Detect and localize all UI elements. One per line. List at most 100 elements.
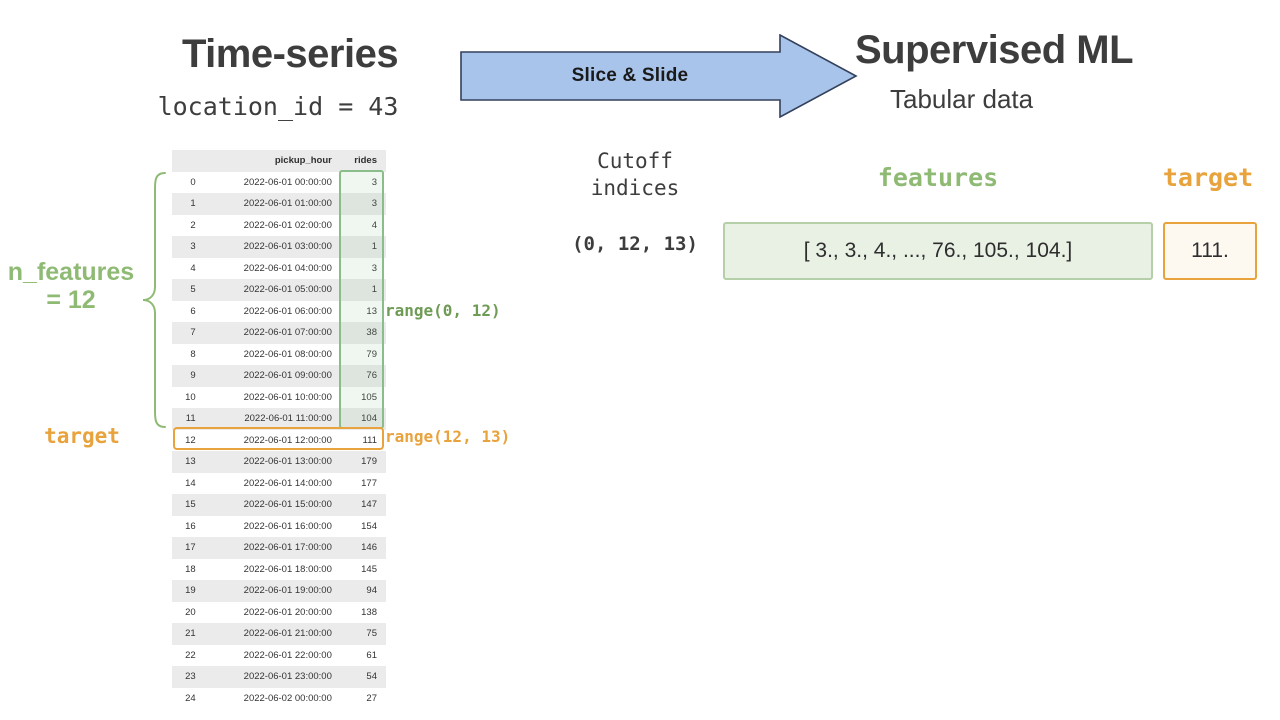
cell-index: 17 (172, 537, 200, 559)
cell-pickup-hour: 2022-06-01 16:00:00 (199, 515, 338, 537)
cell-pickup-hour: 2022-06-01 14:00:00 (199, 472, 338, 494)
cutoff-indices-title: Cutoff indices (540, 148, 730, 202)
target-heading: target (1162, 163, 1254, 192)
cell-pickup-hour: 2022-06-01 17:00:00 (199, 537, 338, 559)
cell-pickup-hour: 2022-06-01 12:00:00 (199, 429, 338, 451)
cell-index: 4 (172, 257, 200, 279)
cell-rides: 3 (337, 257, 386, 279)
cell-pickup-hour: 2022-06-01 21:00:00 (199, 623, 338, 645)
cell-rides: 38 (337, 322, 386, 344)
cell-index: 3 (172, 236, 200, 258)
cell-pickup-hour: 2022-06-01 08:00:00 (199, 343, 338, 365)
cell-pickup-hour: 2022-06-01 15:00:00 (199, 494, 338, 516)
features-vector-box: [ 3., 3., 4., ..., 76., 105., 104.] (723, 222, 1153, 280)
cell-rides: 1 (337, 236, 386, 258)
cell-index: 13 (172, 451, 200, 473)
cell-rides: 54 (337, 666, 386, 688)
cell-rides: 1 (337, 279, 386, 301)
cell-rides: 94 (337, 580, 386, 602)
cell-rides: 145 (337, 558, 386, 580)
target-label-left: target (44, 424, 120, 448)
tabular-data-subtitle: Tabular data (890, 84, 1034, 114)
target-value-box: 111. (1163, 222, 1257, 280)
cell-index: 20 (172, 601, 200, 623)
cell-index: 2 (172, 214, 200, 236)
cell-rides: 27 (337, 687, 386, 709)
cell-index: 1 (172, 193, 200, 215)
cell-index: 6 (172, 300, 200, 322)
cell-index: 12 (172, 429, 200, 451)
slice-and-slide-arrow: Slice & Slide (460, 34, 858, 118)
cell-index: 14 (172, 472, 200, 494)
cell-index: 7 (172, 322, 200, 344)
cell-rides: 177 (337, 472, 386, 494)
cell-index: 11 (172, 408, 200, 430)
cell-pickup-hour: 2022-06-01 02:00:00 (199, 214, 338, 236)
cell-index: 10 (172, 386, 200, 408)
cell-pickup-hour: 2022-06-01 13:00:00 (199, 451, 338, 473)
cell-rides: 75 (337, 623, 386, 645)
cell-pickup-hour: 2022-06-01 19:00:00 (199, 580, 338, 602)
cutoff-title-line2: indices (590, 175, 680, 200)
cell-pickup-hour: 2022-06-01 10:00:00 (199, 386, 338, 408)
cell-index: 16 (172, 515, 200, 537)
column-header-index (172, 150, 200, 172)
n-features-brace-icon (141, 171, 167, 429)
cell-rides: 79 (337, 343, 386, 365)
cell-index: 22 (172, 644, 200, 666)
cell-index: 23 (172, 666, 200, 688)
cell-index: 5 (172, 279, 200, 301)
cell-pickup-hour: 2022-06-01 23:00:00 (199, 666, 338, 688)
cell-index: 18 (172, 558, 200, 580)
cutoff-indices-values: (0, 12, 13) (572, 233, 698, 255)
n-features-label-line1: n_features (7, 258, 135, 286)
cell-index: 8 (172, 343, 200, 365)
cutoff-title-line1: Cutoff (597, 149, 673, 173)
table-header-row: pickup_hour rides (172, 150, 386, 172)
cell-pickup-hour: 2022-06-01 03:00:00 (199, 236, 338, 258)
cell-rides: 13 (337, 300, 386, 322)
features-heading: features (877, 163, 999, 192)
cell-rides: 3 (337, 193, 386, 215)
features-highlight-box (339, 170, 384, 429)
cell-pickup-hour: 2022-06-01 07:00:00 (199, 322, 338, 344)
cell-rides: 105 (337, 386, 386, 408)
target-value: 111. (1191, 239, 1229, 262)
cell-pickup-hour: 2022-06-01 18:00:00 (199, 558, 338, 580)
cell-rides: 4 (337, 214, 386, 236)
supervised-ml-title: Supervised ML (855, 28, 1134, 72)
cell-rides: 61 (337, 644, 386, 666)
n-features-label: n_features = 12 (6, 258, 136, 314)
column-header-rides: rides (337, 150, 386, 172)
column-header-pickup-hour: pickup_hour (199, 150, 338, 172)
cell-index: 15 (172, 494, 200, 516)
range-features-annotation: range(0, 12) (385, 301, 501, 320)
cell-index: 0 (172, 171, 200, 193)
cell-pickup-hour: 2022-06-02 00:00:00 (199, 687, 338, 709)
cell-pickup-hour: 2022-06-01 04:00:00 (199, 257, 338, 279)
cell-rides: 147 (337, 494, 386, 516)
